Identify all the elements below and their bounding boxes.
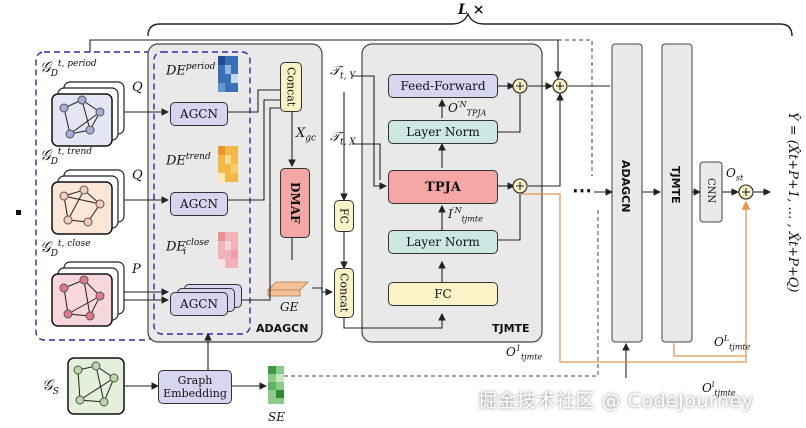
layer-norm-top-box: Layer Norm	[388, 120, 498, 144]
xgc-label: Xgc	[296, 126, 317, 144]
graph-stack-trend	[51, 169, 125, 235]
de-close-heatmap	[218, 232, 238, 268]
ellipsis: ⋯	[572, 178, 592, 202]
agcn-trend-box: AGCN	[170, 192, 228, 216]
o-tpja-label: O′NTPJA	[448, 100, 487, 118]
graph-stack-close	[51, 261, 125, 327]
i-tjmte-label: I′Ntjmte	[448, 206, 483, 224]
p-label: P	[132, 262, 141, 277]
de-trend-label: DEtrend	[166, 152, 211, 169]
graph-period-label: 𝒢Dt, period	[40, 58, 97, 79]
orange-connectors	[520, 193, 751, 363]
graph-stack-period	[51, 81, 125, 147]
adagcn-concat-box: Concat	[280, 62, 302, 112]
cnn-label: CNN	[705, 178, 716, 204]
add-glyphs	[516, 82, 750, 196]
tjmte-stack-panel	[661, 43, 693, 343]
tjmte-title: TJMTE	[492, 322, 530, 335]
feed-forward-box: Feed-Forward	[388, 74, 498, 98]
repeat-label: L ×	[458, 2, 485, 18]
static-graph-label: 𝒢S	[42, 376, 59, 397]
agcn-dashed-region	[153, 51, 251, 335]
oi-label: Oitjmte	[702, 380, 736, 398]
watermark: 掘金技术社区 @ CodeJourney	[478, 390, 754, 412]
de-period-label: DEperiod	[166, 62, 216, 79]
graph-close-label: 𝒢Dt, close	[40, 238, 91, 259]
graph-embedding-box: Graph Embedding	[158, 370, 232, 404]
adagcn-stack-label: ADAGCN	[619, 160, 632, 213]
output-formula: Ŷ = (X̂t+P+1, … , X̂t+P+Q)	[785, 112, 800, 293]
agcn-close-box: AGCN	[170, 292, 228, 316]
se-heatmap	[268, 366, 284, 404]
static-graph	[67, 357, 125, 415]
ost-label: Ost	[726, 166, 744, 183]
ol-label: OLtjmte	[714, 334, 751, 352]
q-label-2: Q	[132, 168, 143, 183]
adagcn-title: ADAGCN	[256, 322, 309, 335]
repeat-brace	[147, 12, 793, 37]
input-connectors	[89, 39, 772, 390]
tjmte-fc-left-box: FC	[334, 200, 354, 232]
ty-label: 𝒯t, Y	[330, 64, 356, 82]
tx-label: 𝒯t, X	[330, 130, 356, 148]
tpja-box: TPJA	[388, 170, 498, 204]
layer-norm-bottom-box: Layer Norm	[388, 230, 498, 254]
graph-trend-label: 𝒢Dt, trend	[40, 146, 93, 167]
de-close-label: DEclosei	[166, 238, 210, 257]
agcn-period-box: AGCN	[170, 102, 228, 126]
o1-label: O1tjmte	[506, 344, 543, 362]
de-trend-heatmap	[218, 146, 238, 182]
se-label: SE	[268, 410, 285, 424]
ge-slab	[267, 281, 309, 297]
tjmte-stack-label: TJMTE	[669, 166, 682, 204]
de-period-heatmap	[218, 56, 238, 92]
tjmte-concat-box: Concat	[334, 268, 354, 318]
ge-label: GE	[280, 300, 299, 314]
tjmte-fc-box: FC	[388, 282, 498, 306]
marker-square	[16, 210, 21, 215]
q-label-1: Q	[132, 80, 143, 95]
dmaf-box: DMAF	[280, 168, 310, 238]
